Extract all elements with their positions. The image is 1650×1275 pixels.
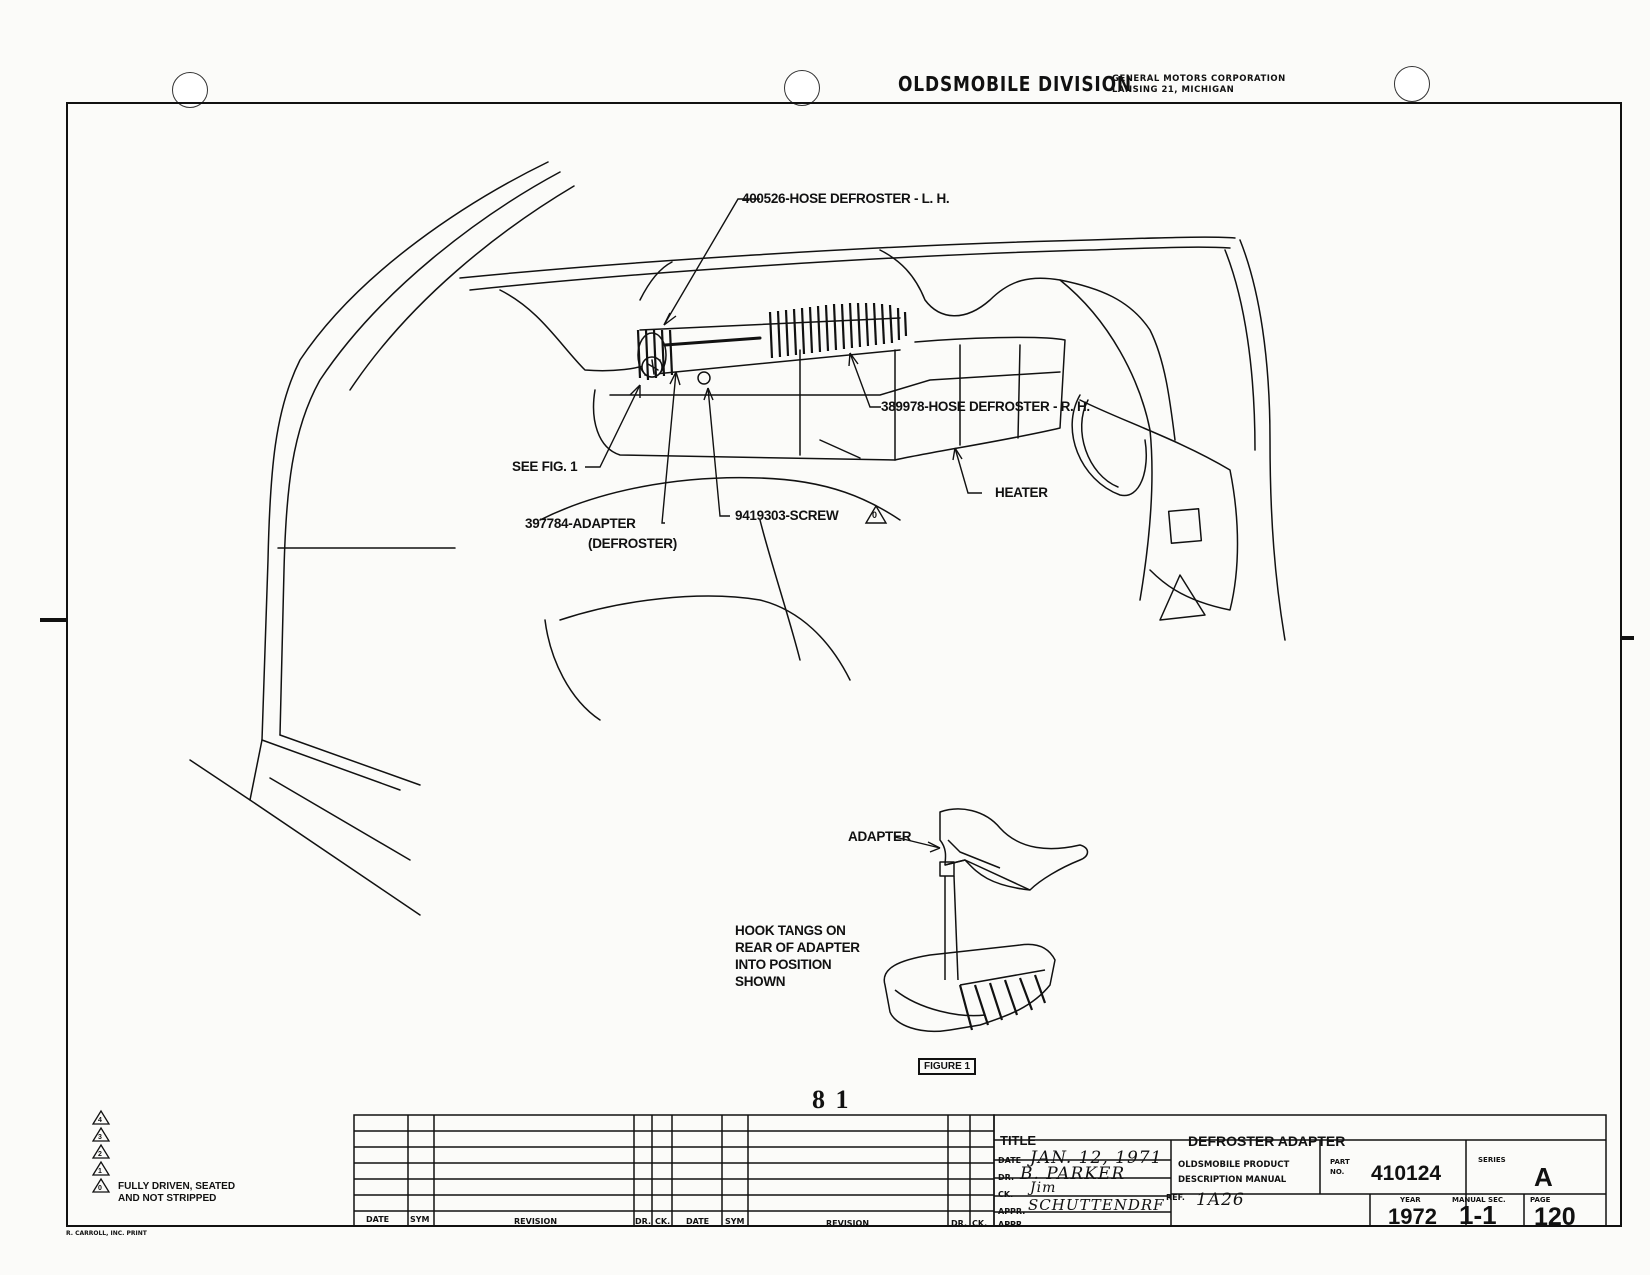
page-stamp: 8 1: [812, 1085, 851, 1114]
dr-value: B. PARKER: [1020, 1164, 1126, 1184]
figure1-heater-outlet-drawing: [883, 943, 1056, 1032]
page-value: 120: [1534, 1203, 1576, 1231]
instruction-line: REAR OF ADAPTER: [735, 940, 860, 955]
rev-header-revision: REVISION: [514, 1217, 558, 1226]
appr-label: APPR.: [998, 1207, 1026, 1216]
binder-hole-center: [784, 70, 820, 106]
manual-line-2: DESCRIPTION MANUAL: [1178, 1175, 1287, 1185]
rev-header-dr-2: DR.: [951, 1219, 967, 1228]
legend-note-line-2: AND NOT STRIPPED: [118, 1193, 217, 1204]
screw-torque-triangle: [864, 504, 888, 524]
instruction-line: HOOK TANGS ON: [735, 923, 846, 938]
screw-rev-symbol: 0: [872, 510, 878, 520]
vent-box: [1167, 508, 1203, 544]
dr-label: DR.: [998, 1173, 1014, 1182]
ref-value: 1A26: [1196, 1190, 1245, 1210]
part-number: 410124: [1371, 1162, 1442, 1185]
figure1-adapter-label: ADAPTER: [848, 829, 912, 844]
appr-value: SCHUTTENDRF: [1028, 1196, 1165, 1214]
rev-header-dr: DR.: [635, 1217, 651, 1226]
rev-header-revision-2: REVISION: [826, 1219, 870, 1228]
rev-header-sym-2: SYM: [725, 1217, 745, 1226]
series-value: A: [1534, 1162, 1553, 1192]
right-pillar: [1239, 239, 1286, 641]
corporation-line-1: GENERAL MOTORS CORPORATION: [1112, 74, 1286, 84]
manual-sec-label: MANUAL SEC.: [1452, 1196, 1506, 1204]
part-no-label: NO.: [1330, 1168, 1345, 1176]
date-label: DATE: [998, 1156, 1022, 1165]
instruction-line: SHOWN: [735, 974, 786, 989]
rev-header-ck-2: CK.: [972, 1219, 988, 1228]
callout-hose-rh: 389978-HOSE DEFROSTER - R. H.: [881, 399, 1090, 414]
date-value: JAN. 12, 1971: [1030, 1148, 1163, 1168]
callout-adapter-part: 397784-ADAPTER: [525, 516, 636, 531]
rev-header-ck: CK.: [655, 1217, 671, 1226]
appr2-label: APPR.: [998, 1220, 1026, 1229]
ref-label: REF.: [1166, 1193, 1185, 1202]
legend-symbol: 4: [98, 1117, 102, 1124]
left-center-tick: [40, 618, 66, 622]
instruction-line: INTO POSITION: [735, 957, 832, 972]
legend-note: FULLY DRIVEN, SEATED AND NOT STRIPPED: [118, 1181, 235, 1205]
year-label: YEAR: [1400, 1196, 1421, 1204]
kick-panel-duct: [1071, 394, 1147, 497]
callout-leaders: [585, 198, 982, 853]
ck-label: CK.: [998, 1190, 1014, 1199]
binder-hole-right: [1394, 66, 1430, 102]
manual-line-1: OLDSMOBILE PRODUCT: [1178, 1160, 1290, 1170]
right-center-tick: [1622, 636, 1634, 640]
division-title: OLDSMOBILE DIVISION: [898, 72, 1132, 96]
title-label: TITLE: [1000, 1133, 1037, 1148]
ck-value: Jim: [1030, 1180, 1057, 1196]
callout-screw: 9419303-SCREW: [735, 508, 839, 523]
figure1-instruction: HOOK TANGS ON REAR OF ADAPTER INTO POSIT…: [735, 922, 860, 990]
callout-adapter-sub: (DEFROSTER): [588, 536, 677, 551]
rev-header-sym: SYM: [410, 1215, 430, 1224]
legend-symbol: 0: [98, 1185, 102, 1192]
heater-box-outline: [592, 336, 1066, 461]
legend-symbol: 2: [98, 1151, 102, 1158]
figure1-adapter-drawing: [939, 808, 1089, 981]
callout-see-fig: SEE FIG. 1: [512, 459, 578, 474]
corporation-block: GENERAL MOTORS CORPORATION LANSING 21, M…: [1112, 74, 1286, 96]
page-label: PAGE: [1530, 1196, 1551, 1204]
screw-detail: [697, 371, 711, 385]
corporation-line-2: LANSING 21, MICHIGAN: [1112, 85, 1235, 95]
rev-header-date-2: DATE: [686, 1217, 710, 1226]
left-pillar-outer: [261, 161, 549, 741]
series-label: SERIES: [1478, 1156, 1506, 1164]
rev-header-date: DATE: [366, 1215, 390, 1224]
manual-sec-value: 1-1: [1459, 1200, 1497, 1230]
callout-heater: HEATER: [995, 485, 1048, 500]
legend-symbol: 1: [98, 1168, 102, 1175]
title-block-grid: [993, 1114, 1607, 1227]
legend-symbol-numbers: 4 3 2 1 0: [98, 1112, 102, 1197]
title-value: DEFROSTER ADAPTER: [1188, 1133, 1346, 1149]
hose-ribbing: [636, 302, 908, 381]
part-label: PART: [1330, 1158, 1350, 1166]
figure1-caption: FIGURE 1: [918, 1058, 977, 1075]
legend-symbol: 3: [98, 1134, 102, 1141]
year-value: 1972: [1388, 1204, 1437, 1229]
callout-hose-lh: 400526-HOSE DEFROSTER - L. H.: [742, 191, 950, 206]
windshield-lower-edge: [459, 236, 1236, 279]
legend-triangles: [91, 1109, 111, 1193]
legend-note-line-1: FULLY DRIVEN, SEATED: [118, 1181, 236, 1192]
printer-note: R. CARROLL, INC. PRINT: [66, 1230, 147, 1237]
